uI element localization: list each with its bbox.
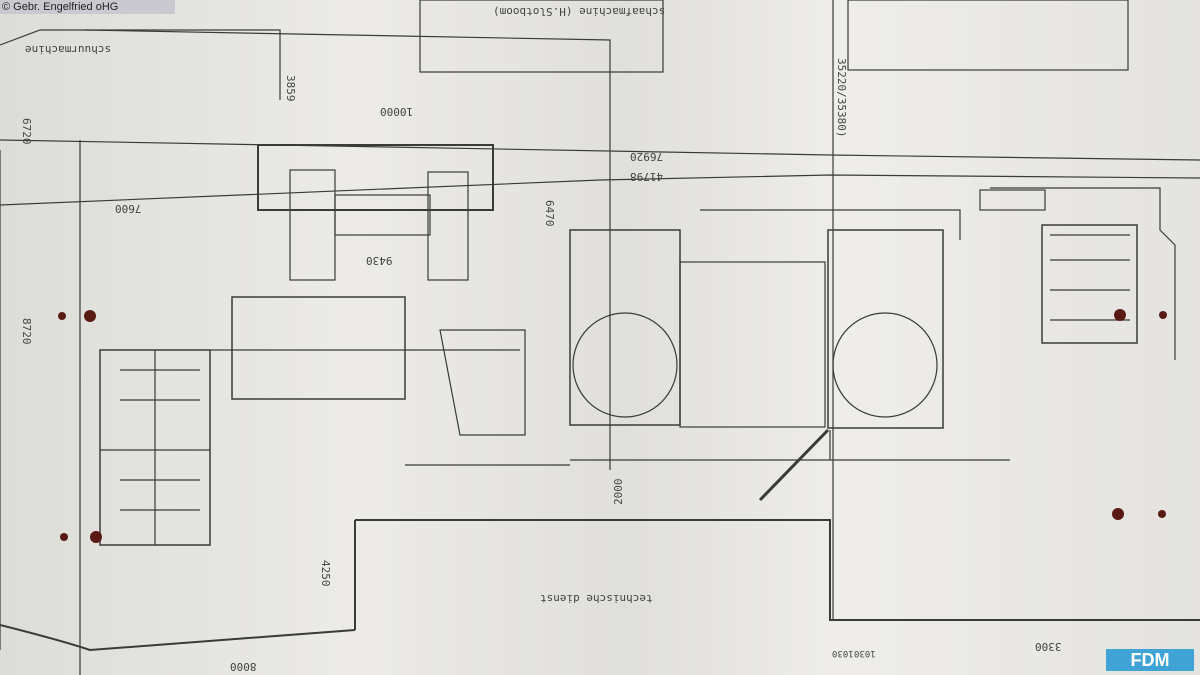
dimension-label: 1030 (832, 648, 854, 658)
dimension-label: 3300 (1035, 640, 1062, 653)
planer-label: schaafmachine (H.Slotboom) (493, 5, 666, 18)
technical-service-label: technische dienst (540, 592, 653, 605)
dimension-label: 2000 (612, 478, 625, 506)
dimension-label: 3859 (284, 75, 297, 102)
dimension-label: 8000 (230, 660, 257, 673)
dimension-label: 76920 (630, 150, 664, 163)
dimension-label: 8720 (20, 318, 33, 345)
barn-label: schuurmachine (25, 43, 112, 56)
copyright-notice: © Gebr. Engelfried oHG (0, 0, 175, 14)
dimension-label: 6720 (20, 118, 33, 145)
dimension-label: 7600 (115, 202, 142, 215)
dimension-label: 41798 (630, 170, 664, 183)
dimension-label: 1030 (854, 648, 876, 658)
dimension-label: 35220/35380) (835, 58, 848, 138)
dimension-label: 9430 (366, 254, 393, 267)
dimension-label: 10000 (380, 105, 414, 118)
dimension-label: 6470 (543, 200, 556, 227)
dimension-label: 4250 (319, 560, 332, 587)
fdm-logo: FDM (1106, 649, 1194, 671)
